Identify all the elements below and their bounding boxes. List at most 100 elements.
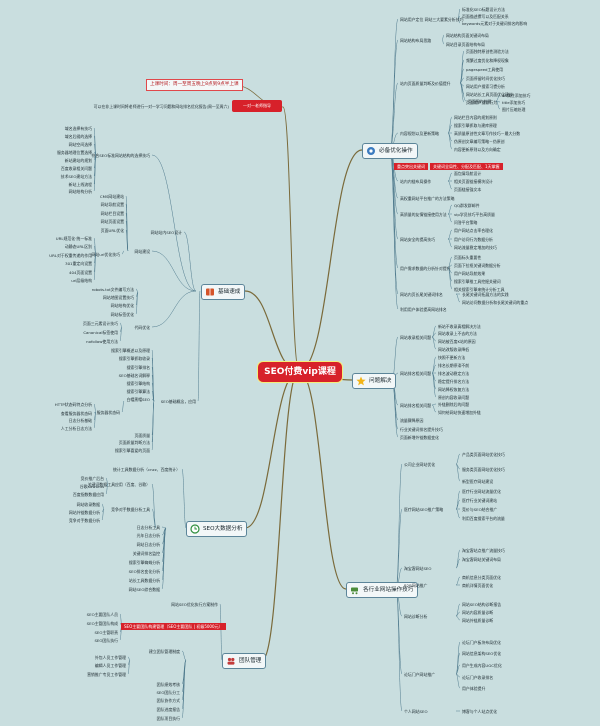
node-label[interactable]: 页面停留时间优化技巧 — [466, 75, 505, 81]
node-label[interactable]: 页面标头重要性 — [454, 254, 482, 260]
node-label[interactable]: 团队进度报告 — [156, 706, 180, 712]
node-label[interactable]: 网站栏目内容的规划原则 — [454, 114, 497, 120]
branch-industry[interactable]: 各行业网站操作技巧 — [346, 582, 419, 598]
node-label[interactable]: 高质量的友情链接使用方法 — [400, 211, 447, 217]
branch-team[interactable]: 团队管理 — [222, 653, 267, 669]
branch-problem[interactable]: 问题解决 — [352, 373, 397, 389]
node-label[interactable]: 医疗网站SEO推广策略 — [404, 506, 444, 512]
node-label[interactable]: SEO主管职责 — [94, 629, 118, 635]
node-label[interactable]: 竞价与SEO结合推广 — [462, 506, 498, 512]
node-label[interactable]: 快照不更新方法 — [438, 354, 466, 360]
node-label[interactable]: 搜索引擎喜爱的页面 — [114, 447, 150, 453]
node-label[interactable]: HTTP状态码特点分析 — [54, 401, 92, 407]
node-label[interactable]: 动静态URL区别 — [64, 243, 92, 249]
node-label[interactable]: 用户访问行为数据分析 — [454, 236, 493, 242]
keyword-node[interactable]: 重点突出关键词 — [394, 163, 428, 170]
node-label[interactable]: 网站栏目设置 — [100, 210, 124, 216]
node-label[interactable]: 论坛门户板块布局优化 — [462, 639, 501, 645]
node-label[interactable]: 网站排名相关问题 — [400, 402, 432, 408]
node-label[interactable]: 页面链接锚文本 — [454, 186, 482, 192]
node-label[interactable]: 网站改版收录降低 — [438, 346, 470, 352]
node-label[interactable]: 页面图片处理 — [468, 98, 492, 104]
node-label[interactable]: vip学员技巧平台高质量 — [454, 211, 495, 217]
node-label[interactable]: 网站降权恢复方法 — [438, 386, 470, 392]
node-label[interactable]: 百度收录相关问题 — [60, 165, 92, 171]
node-label[interactable]: 外包人员工作管理 — [94, 654, 126, 660]
node-label[interactable]: 服务器状态码 — [96, 409, 120, 415]
node-label[interactable]: 网站SEO结构诊断报告 — [462, 601, 502, 607]
node-label[interactable]: 竞争对手数据分析工具 — [111, 506, 150, 512]
node-label[interactable]: 面包屑导航设计 — [454, 170, 482, 176]
node-label[interactable]: robots.txt文件编写方法 — [91, 286, 134, 292]
node-label[interactable]: 网站内页长尾关键词排名 — [400, 291, 443, 297]
node-label[interactable]: 利用百度搜索平台的流量 — [462, 515, 505, 521]
node-label[interactable]: 网站外链质量诊断 — [462, 617, 494, 623]
node-label[interactable]: 高权重网站平台推广的方法策略 — [400, 195, 455, 201]
node-label[interactable]: 网站诊断分析 — [404, 613, 428, 619]
branch-must-opt[interactable]: 必备优化操作 — [362, 143, 418, 159]
node-label[interactable]: Canonical标签使用 — [83, 329, 118, 335]
node-label[interactable]: alt属性添加技巧 — [502, 92, 531, 98]
node-label[interactable]: 搜索引擎蜘蛛分析 — [128, 559, 160, 565]
node-label[interactable]: nofollow使用方法 — [86, 338, 118, 344]
node-label[interactable]: 网站内容质量诊断 — [462, 609, 494, 615]
node-label[interactable]: 页面URL优化 — [100, 227, 124, 233]
node-label[interactable]: 页面质量 — [134, 432, 150, 438]
node-label[interactable]: SEO团队分工 — [156, 689, 180, 695]
node-label[interactable]: 网站url优化技巧 — [91, 251, 121, 257]
node-label[interactable]: 网站结构优化 — [110, 302, 134, 308]
node-label[interactable]: 符合SEO标准网站结构的选择技巧 — [91, 152, 150, 158]
node-label[interactable]: 稳定提升排名方法 — [438, 378, 470, 384]
node-label[interactable]: 建立团队管理制度 — [148, 648, 180, 654]
node-label[interactable]: URL规范化·统一标准 — [55, 235, 92, 241]
node-label[interactable]: 页面新增外链数据变化 — [400, 434, 439, 440]
node-label[interactable]: 光年日志分析 — [136, 532, 160, 538]
node-label[interactable]: 论坛门户网站推广 — [404, 671, 436, 677]
branch-bigdata[interactable]: SEO大数据分析 — [186, 521, 248, 537]
node-label[interactable]: 网站排名相关问题 — [400, 370, 432, 376]
node-label[interactable]: 团队项目执行 — [156, 715, 180, 721]
node-label[interactable]: 竞价推广后台 — [80, 475, 104, 481]
node-label[interactable]: 服务器地理位置选择 — [56, 149, 92, 155]
node-label[interactable]: 网站用户定位 网站三大要素分析技巧 — [400, 16, 464, 22]
node-label[interactable]: 查看服务器状态码 — [60, 410, 92, 416]
node-label[interactable]: 医疗行业关键词建站 — [462, 497, 498, 503]
node-label[interactable]: 网站信息架构SEO优化 — [462, 650, 502, 656]
node-label[interactable]: 网站SEO优化执行方案制作 — [171, 601, 218, 607]
node-label[interactable]: 页面描述撰写以及匹配关系 — [462, 13, 509, 19]
node-label[interactable]: 网站结构布局思路 — [400, 37, 432, 43]
node-label[interactable]: SEO主管团队构成 — [86, 620, 118, 626]
node-label[interactable]: 问答平台策略 — [454, 219, 478, 225]
node-label[interactable]: 淘宝客站点推广流量技巧 — [462, 547, 505, 553]
node-label[interactable]: SEO主要团队人员 — [86, 611, 118, 617]
node-label[interactable]: 搜索引擎算法 — [126, 388, 150, 394]
node-label[interactable]: 个人网站SEO — [404, 708, 428, 714]
node-label[interactable]: 原创内容收录问题 — [438, 394, 470, 400]
node-label[interactable]: 网站空间选择 — [68, 141, 92, 147]
node-label[interactable]: 搜索引擎排名 — [126, 364, 150, 370]
node-label[interactable]: 新站不收录真相解决方法 — [438, 323, 481, 329]
node-label[interactable]: 长尾关键词拓展方法的实践 — [462, 291, 509, 297]
node-label[interactable]: 域名选择有技巧 — [64, 125, 92, 131]
node-label[interactable]: 网站流量稳定增加的技巧 — [454, 244, 497, 250]
node-label[interactable]: 网站标签优化 — [110, 311, 134, 317]
node-label[interactable]: url层级结构 — [71, 277, 92, 283]
node-label[interactable]: SEO团队执行 — [94, 637, 118, 643]
node-label[interactable]: 排名波动稳定方法 — [438, 370, 470, 376]
node-label[interactable]: 域名后缀的选择 — [64, 133, 92, 139]
node-label[interactable]: 图片压缩处理 — [502, 106, 526, 112]
node-label[interactable]: B2B网站推广 — [404, 582, 428, 588]
node-label[interactable]: 网站日志分析 — [136, 541, 160, 547]
node-label[interactable]: 网站页面设置 — [100, 218, 124, 224]
node-label[interactable]: 团队协作方式 — [156, 697, 180, 703]
node-label[interactable]: 服务类页面网站优化技巧 — [462, 466, 505, 472]
node-label[interactable]: 百度指数数据应用 — [72, 491, 104, 497]
node-label[interactable]: 网站站内SEO设计 — [150, 229, 182, 235]
node-label[interactable]: 利用用户体验提高网站排名 — [400, 306, 447, 312]
node-label[interactable]: pagespeed工具使用 — [466, 66, 504, 72]
node-label[interactable]: 竞争对手数据分析 — [68, 517, 100, 523]
node-label[interactable]: 页面独特原创性测验方法 — [466, 48, 509, 54]
node-label[interactable]: 博客与个人站点优化 — [462, 708, 498, 714]
node-label[interactable]: 站长工具数据分析 — [128, 577, 160, 583]
node-label[interactable]: 相关页面链接模块设计 — [454, 178, 493, 184]
